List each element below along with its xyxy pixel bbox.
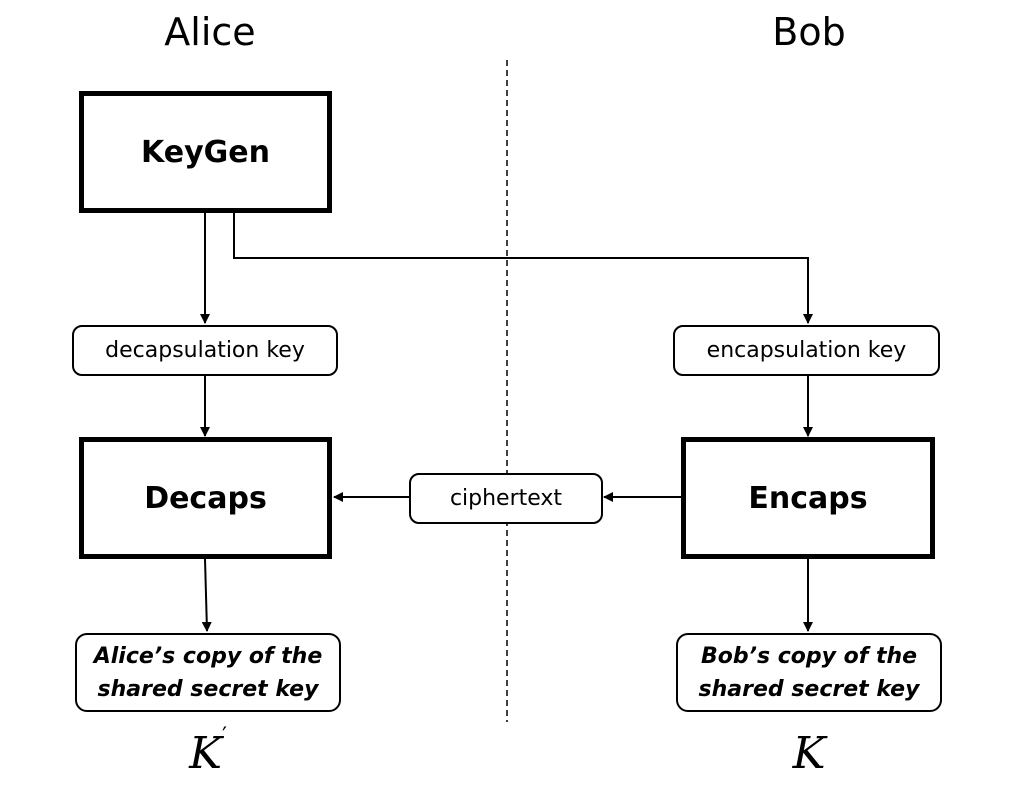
encapsulation-key-label: encapsulation key — [706, 338, 907, 363]
decaps-label: Decaps — [144, 480, 267, 516]
bob-key-symbol: K — [759, 728, 859, 779]
bob-shared-secret-box: Bob’s copy of the shared secret key — [676, 633, 942, 712]
arrow-decaps-to-alice-secret — [201, 558, 212, 632]
bob-heading: Bob — [772, 10, 846, 54]
alice-key-symbol: K′ — [158, 724, 258, 779]
decapsulation-key-label: decapsulation key — [105, 338, 305, 363]
decaps-box: Decaps — [79, 437, 332, 559]
alice-heading: Alice — [164, 10, 256, 54]
alice-key-letter: K — [189, 728, 222, 779]
ciphertext-label: ciphertext — [449, 486, 563, 511]
decapsulation-key-box: decapsulation key — [72, 325, 338, 376]
ciphertext-box: ciphertext — [409, 473, 603, 524]
encaps-label: Encaps — [748, 480, 868, 516]
bob-key-letter: K — [792, 728, 826, 779]
alice-secret-line-2: shared secret key — [97, 676, 319, 702]
arrow-keygen-to-encapsulation-key — [233, 212, 813, 324]
bob-secret-line-2: shared secret key — [698, 676, 920, 702]
alice-shared-secret-box: Alice’s copy of the shared secret key — [75, 633, 341, 712]
bob-secret-line-1: Bob’s copy of the — [700, 643, 918, 669]
alice-key-prime: ′ — [221, 724, 227, 749]
encapsulation-key-box: encapsulation key — [673, 325, 940, 376]
encaps-box: Encaps — [681, 437, 935, 559]
keygen-label: KeyGen — [141, 134, 270, 170]
alice-secret-line-1: Alice’s copy of the — [93, 643, 323, 669]
keygen-box: KeyGen — [79, 91, 332, 213]
